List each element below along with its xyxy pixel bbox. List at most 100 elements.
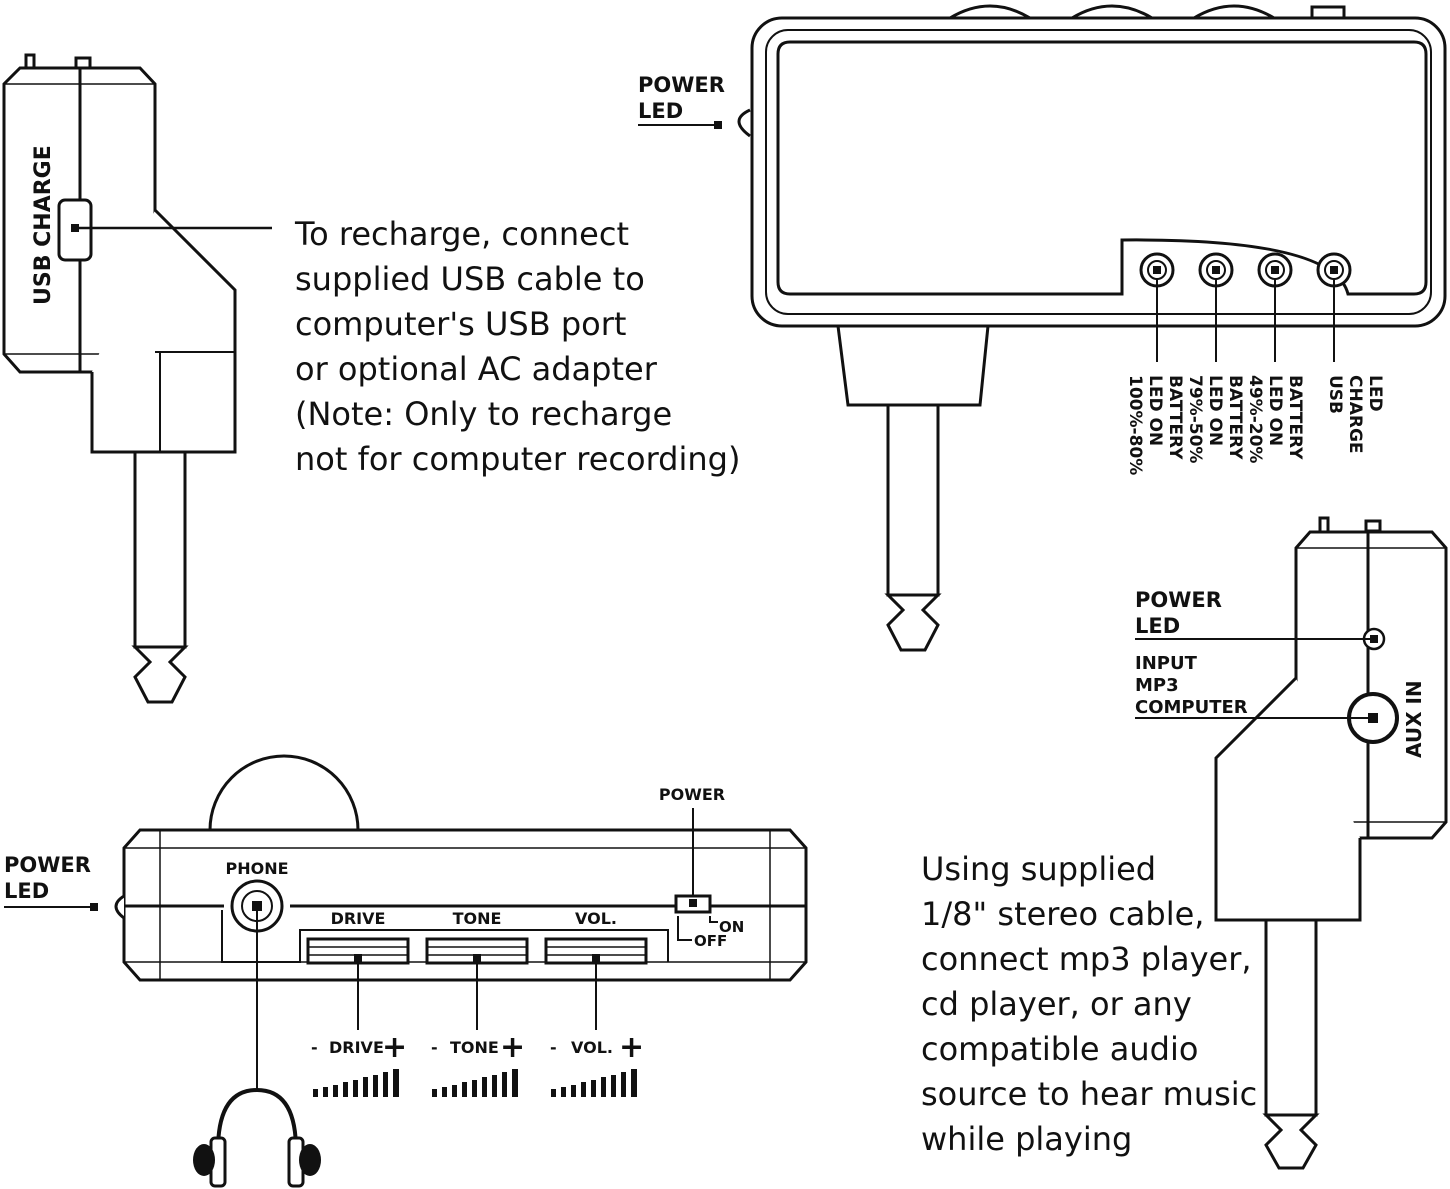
headphones-icon	[193, 1087, 321, 1188]
aux-plug-shaft	[1264, 918, 1318, 1117]
top-led-4	[1316, 252, 1352, 362]
aux-power-led-marker	[1370, 635, 1378, 643]
usb-charge-side-view: USB CHARGE To recharge, connect supplied…	[2, 53, 740, 704]
usb-jack-housing	[90, 208, 237, 454]
front-power-led-label-2: LED	[4, 879, 49, 903]
led-2-label-line-2: LED ON	[1205, 375, 1225, 446]
top-power-led-label-2: LED	[638, 99, 683, 123]
drive-slider-marker	[354, 954, 362, 962]
power-switch-on-bracket	[709, 916, 718, 923]
led-2-label-line-3: BATTERY	[1225, 375, 1245, 460]
aux-in-jack-marker	[1368, 713, 1378, 723]
top-led-2	[1198, 252, 1234, 362]
usb-note-line-2: supplied USB cable to	[295, 260, 645, 298]
aux-note-line-5: compatible audio	[921, 1030, 1198, 1068]
led-1-label-line-2: LED ON	[1145, 375, 1165, 446]
aux-in-side-view: POWER LED INPUT MP3 COMPUTER AUX IN Usin…	[921, 516, 1448, 1170]
top-power-led-bump	[737, 108, 751, 138]
aux-input-label-2: MP3	[1135, 675, 1179, 696]
top-face-panel	[776, 40, 1428, 296]
top-plug-shaft	[886, 403, 940, 597]
top-led-3	[1257, 252, 1293, 362]
power-switch-off-bracket	[677, 916, 692, 941]
aux-note-line-3: connect mp3 player,	[921, 940, 1252, 978]
usb-note-line-6: not for computer recording)	[295, 440, 740, 478]
led-4-label-line-2: CHARGE	[1345, 375, 1365, 454]
vol-level-scale	[551, 1069, 637, 1097]
drive-minus: -	[311, 1038, 318, 1057]
top-switch	[1310, 5, 1346, 20]
front-control-recess	[221, 910, 669, 963]
tone-slider-marker	[473, 954, 481, 962]
aux-note-line-1: Using supplied	[921, 850, 1156, 888]
aux-power-led-label-1: POWER	[1135, 588, 1222, 612]
aux-top-tab-left	[1318, 516, 1330, 534]
top-led-view: POWER LED 100%-80% LED ON BATT	[638, 4, 1447, 652]
top-knob-1	[944, 4, 1036, 20]
usb-plug-tip	[131, 645, 189, 704]
led-3-label-line-3: BATTERY	[1285, 375, 1305, 460]
front-power-led-bump	[114, 894, 125, 920]
aux-note-line-6: source to hear music	[921, 1075, 1257, 1113]
tone-level-scale	[432, 1069, 518, 1097]
vol-top-label: VOL.	[575, 909, 617, 928]
front-power-led-label-1: POWER	[4, 853, 91, 877]
vol-scale-label: VOL.	[571, 1038, 613, 1057]
tone-plus: +	[500, 1030, 525, 1065]
led-4-label-line-3: LED	[1365, 375, 1385, 412]
aux-plug-tip	[1262, 1113, 1320, 1170]
drive-scale-label: DRIVE	[329, 1038, 384, 1057]
top-power-led-label-1: POWER	[638, 73, 725, 97]
front-power-led-marker	[90, 903, 98, 911]
drive-plus: +	[382, 1030, 407, 1065]
aux-jack-housing	[1214, 676, 1362, 922]
aux-power-led-label-2: LED	[1135, 614, 1180, 638]
aux-in-label: AUX IN	[1402, 680, 1426, 758]
vol-minus: -	[550, 1038, 557, 1057]
led-1-label-line-3: BATTERY	[1165, 375, 1185, 460]
tone-control: TONE - TONE +	[425, 909, 529, 1097]
led-2-label-line-1: 79%-50%	[1185, 375, 1205, 463]
usb-charge-note: To recharge, connect supplied USB cable …	[294, 215, 740, 478]
power-switch-off: OFF	[694, 932, 727, 950]
usb-port-marker	[71, 224, 79, 232]
usb-charge-label: USB CHARGE	[31, 145, 56, 305]
power-switch-on: ON	[719, 918, 744, 936]
usb-note-line-1: To recharge, connect	[294, 215, 629, 253]
aux-note-line-7: while playing	[921, 1120, 1132, 1158]
aux-note: Using supplied 1/8" stereo cable, connec…	[921, 850, 1257, 1158]
usb-plug-shaft	[133, 450, 187, 649]
power-switch-label: POWER	[659, 785, 725, 804]
usb-note-line-5: (Note: Only to recharge	[295, 395, 672, 433]
top-knob-3	[1188, 4, 1280, 20]
drive-level-scale	[313, 1069, 399, 1097]
drive-control: DRIVE - DRIVE +	[306, 909, 410, 1097]
led-3-label-line-2: LED ON	[1265, 375, 1285, 446]
tone-scale-label: TONE	[450, 1038, 499, 1057]
usb-note-line-4: or optional AC adapter	[295, 350, 658, 388]
power-switch-marker	[689, 899, 697, 907]
led-1-label-line-1: 100%-80%	[1125, 375, 1145, 475]
top-jack-housing	[836, 324, 990, 407]
aux-top-tab-right	[1364, 519, 1382, 533]
drive-top-label: DRIVE	[331, 909, 386, 928]
usb-note-line-3: computer's USB port	[295, 305, 626, 343]
tone-minus: -	[431, 1038, 438, 1057]
front-jack-dome	[208, 754, 360, 832]
vol-plus: +	[619, 1030, 644, 1065]
top-led-1	[1139, 252, 1175, 362]
top-body-inner-border	[765, 29, 1432, 315]
top-plug-tip	[884, 593, 942, 652]
aux-input-label-3: COMPUTER	[1135, 697, 1248, 718]
phone-label: PHONE	[225, 859, 288, 878]
phone-jack-marker	[252, 901, 262, 911]
top-knob-2	[1066, 4, 1158, 20]
vol-control: VOL. - VOL. +	[544, 909, 648, 1097]
tone-top-label: TONE	[453, 909, 502, 928]
led-4-label-line-1: USB	[1325, 375, 1345, 414]
led-3-label-line-1: 49%-20%	[1245, 375, 1265, 463]
aux-note-line-4: cd player, or any	[921, 985, 1192, 1023]
vol-slider-marker	[592, 954, 600, 962]
front-control-view: POWER LED PHONE POWER ON OFF DRIVE	[4, 754, 808, 1188]
